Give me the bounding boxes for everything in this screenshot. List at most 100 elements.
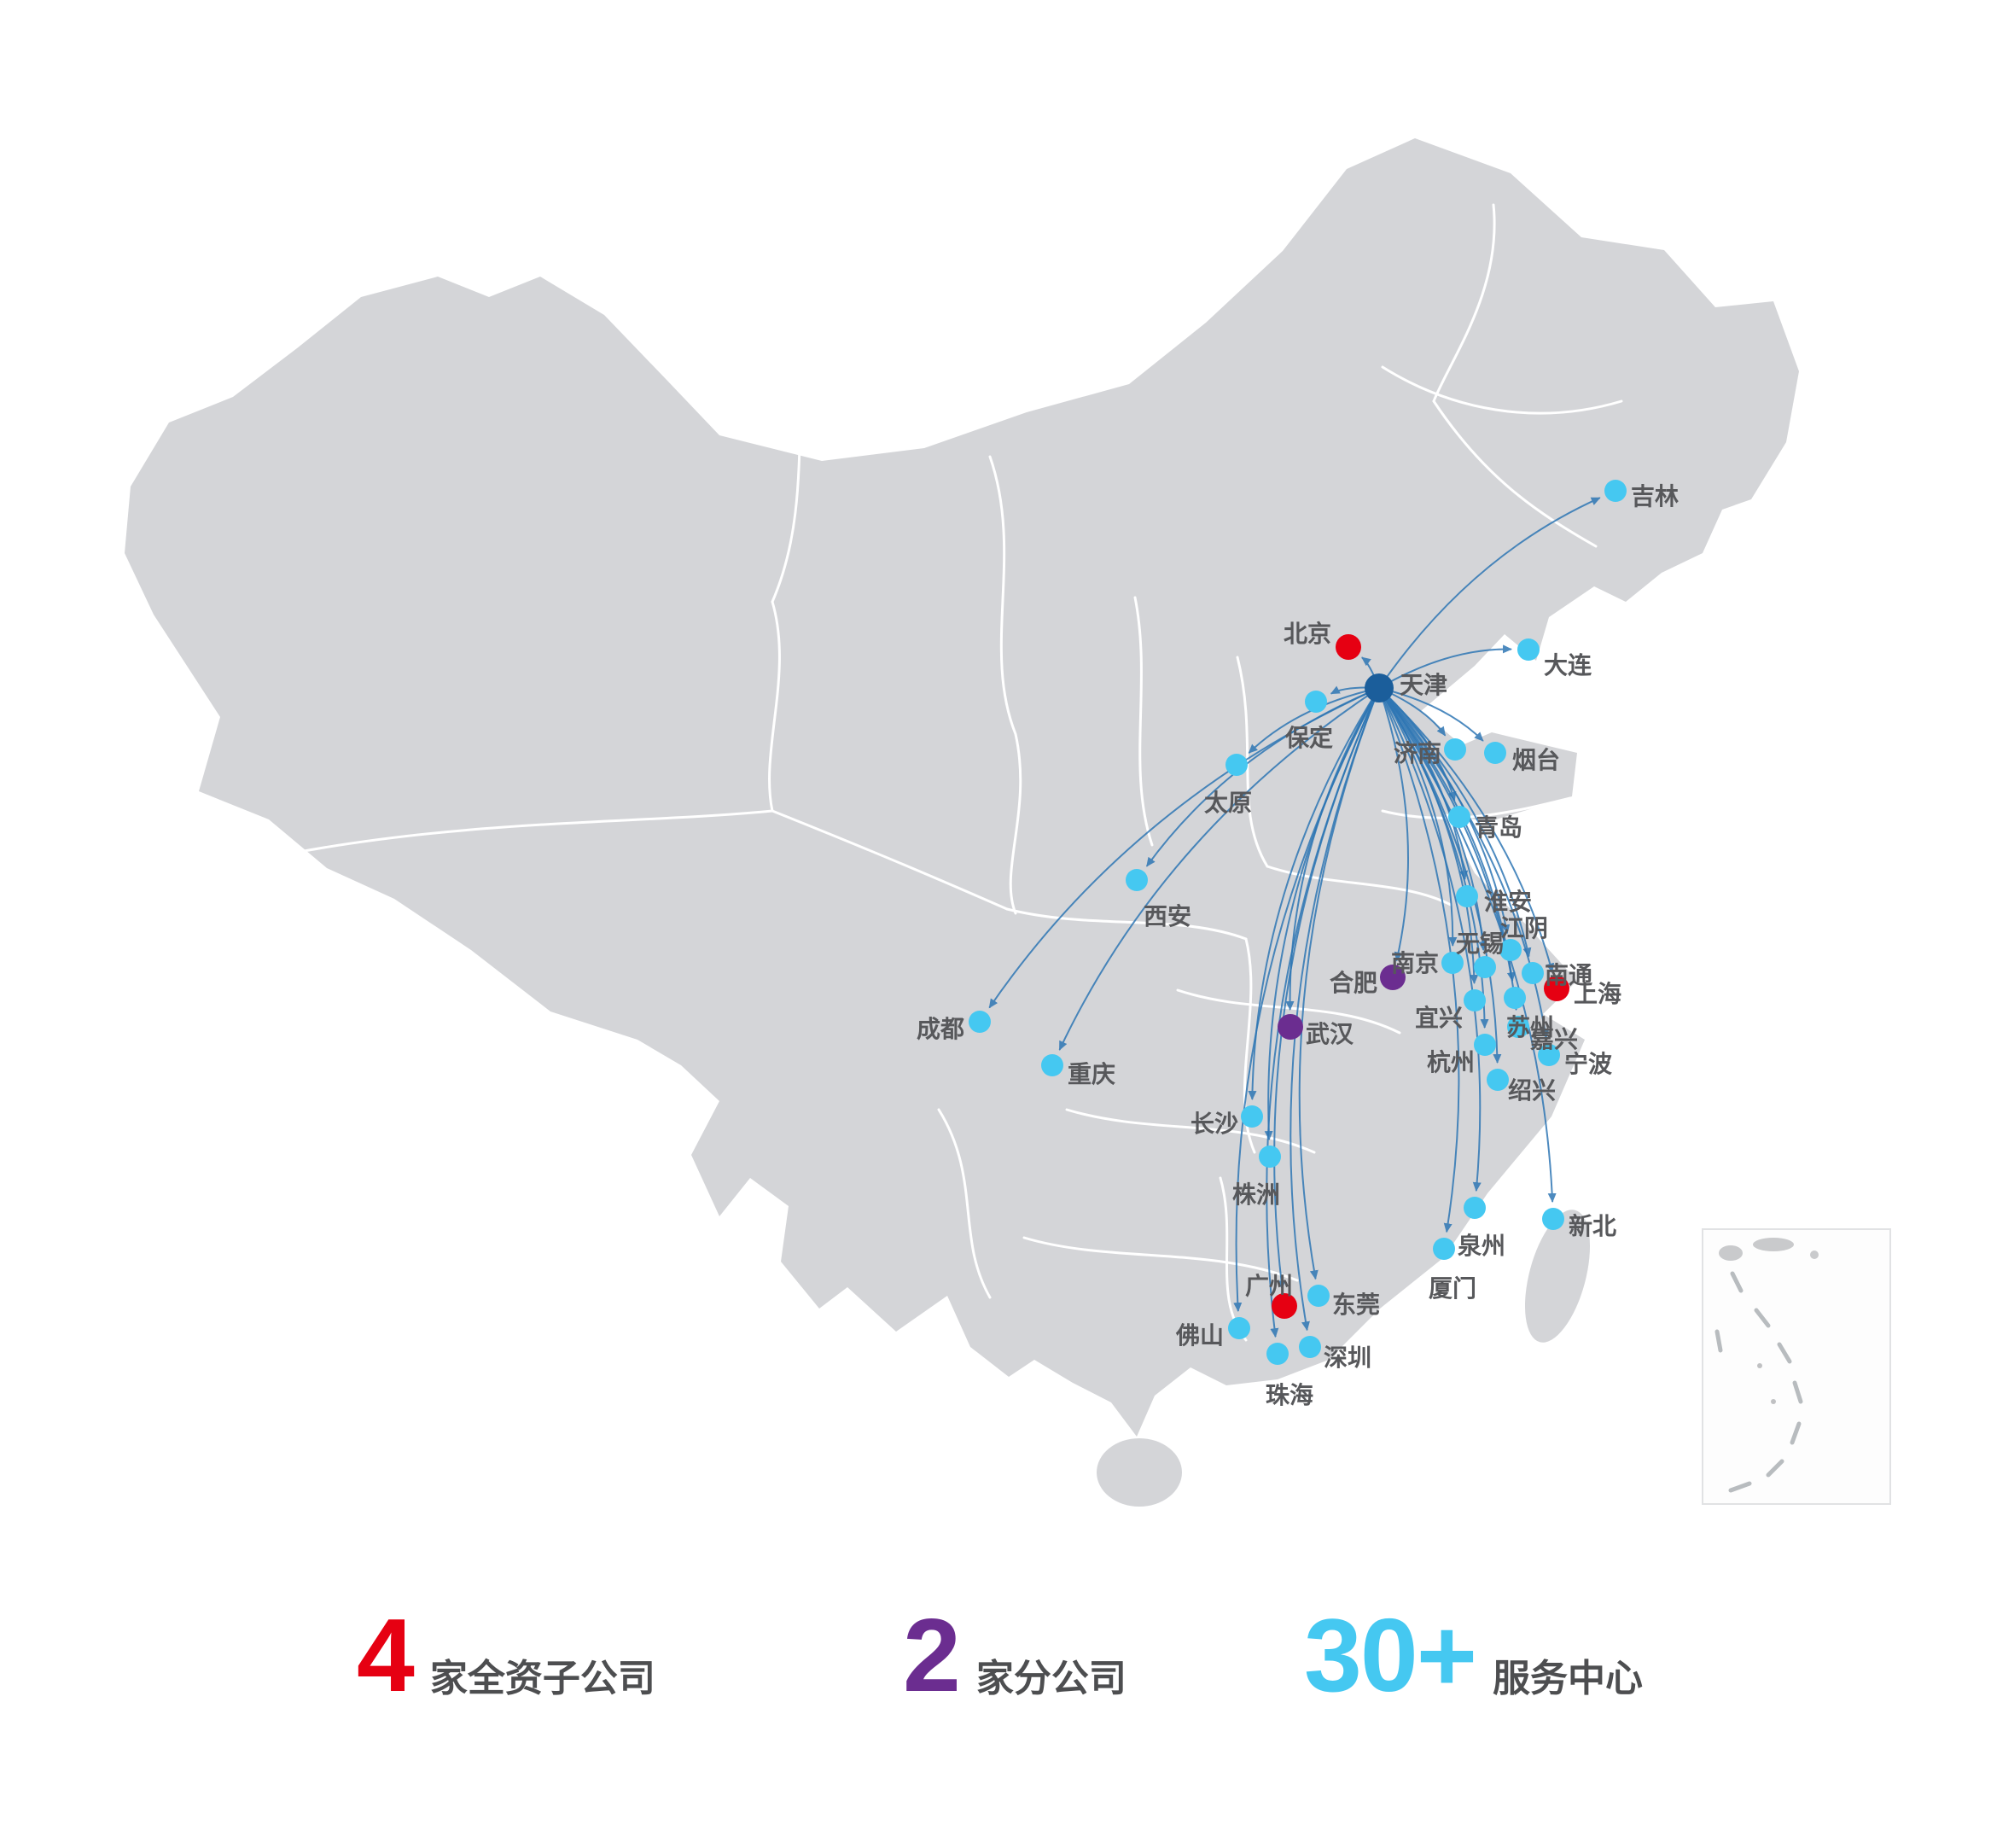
city-dot-hangzhou bbox=[1474, 1034, 1496, 1056]
city-label-wuxi: 无锡 bbox=[1456, 930, 1504, 957]
route-line-yantai bbox=[1378, 687, 1484, 742]
city-dot-suzhou bbox=[1504, 987, 1526, 1009]
city-label-zhuzhou: 株洲 bbox=[1232, 1181, 1280, 1208]
city-label-beijing: 北京 bbox=[1284, 620, 1331, 647]
city-label-yixing: 宜兴 bbox=[1415, 1004, 1463, 1031]
city-dot-zhuzhou bbox=[1259, 1146, 1281, 1168]
city-label-nantong: 南通 bbox=[1545, 962, 1592, 988]
city-label-guangzhou: 广州 bbox=[1245, 1273, 1293, 1299]
legend-item-service-centers: 30+ 服务中心 bbox=[1304, 1603, 1643, 1707]
city-dot-jinan bbox=[1444, 738, 1466, 761]
city-dot-xian bbox=[1126, 869, 1148, 891]
city-label-taiyuan: 太原 bbox=[1204, 790, 1252, 816]
route-line-changsha bbox=[1248, 687, 1380, 1100]
city-label-zhuhai: 珠海 bbox=[1266, 1382, 1313, 1408]
city-dot-quanzhou bbox=[1464, 1197, 1486, 1219]
city-label-chengdu: 成都 bbox=[917, 1016, 964, 1042]
route-line-foshan bbox=[1233, 687, 1380, 1313]
route-line-nantong bbox=[1378, 687, 1532, 958]
city-label-xiamen: 厦门 bbox=[1429, 1275, 1476, 1302]
legend-count-branches: 2 bbox=[903, 1597, 961, 1713]
city-dot-wuxi bbox=[1474, 956, 1496, 978]
city-label-shaoxing: 绍兴 bbox=[1508, 1077, 1556, 1104]
city-label-jiaxing: 嘉兴 bbox=[1530, 1026, 1578, 1052]
city-dot-shenzhen bbox=[1299, 1336, 1321, 1358]
legend-label-service-centers: 服务中心 bbox=[1492, 1658, 1643, 1699]
taiwan-island bbox=[1524, 1210, 1591, 1343]
route-line-chongqing bbox=[1058, 687, 1380, 1051]
city-dot-chengdu bbox=[969, 1011, 991, 1033]
legend-label-subsidiaries: 家全资子公司 bbox=[429, 1658, 655, 1699]
route-line-hefei bbox=[1378, 687, 1409, 962]
city-dot-chongqing bbox=[1041, 1054, 1063, 1076]
city-label-jiangyin: 江阴 bbox=[1500, 915, 1548, 941]
city-dot-qingdao bbox=[1448, 806, 1470, 828]
city-label-foshan: 佛山 bbox=[1175, 1322, 1224, 1349]
city-dot-wuhan bbox=[1278, 1014, 1303, 1040]
city-label-jilin: 吉林 bbox=[1631, 483, 1679, 510]
city-dot-jiangyin bbox=[1499, 939, 1522, 961]
city-label-yantai: 烟台 bbox=[1512, 746, 1560, 773]
city-label-xian: 西安 bbox=[1144, 903, 1191, 930]
city-label-dongguan: 东莞 bbox=[1332, 1291, 1380, 1318]
city-dot-yantai bbox=[1484, 742, 1506, 764]
route-line-nanjing bbox=[1378, 687, 1458, 947]
route-line-xinbei bbox=[1378, 687, 1557, 1204]
city-label-chongqing: 重庆 bbox=[1068, 1060, 1115, 1087]
legend-label-branches: 家分公司 bbox=[975, 1658, 1126, 1699]
route-line-jilin bbox=[1378, 497, 1601, 689]
city-label-dalian: 大连 bbox=[1544, 652, 1592, 679]
city-label-quanzhou: 泉州 bbox=[1458, 1232, 1505, 1259]
china-mainland-outline bbox=[125, 138, 1799, 1437]
city-dot-huaian bbox=[1456, 885, 1478, 907]
city-dot-guangzhou bbox=[1272, 1293, 1297, 1319]
city-dot-jilin bbox=[1604, 480, 1627, 502]
city-label-tianjin: 天津 bbox=[1400, 672, 1447, 698]
city-label-jinan: 济南 bbox=[1394, 740, 1441, 767]
hainan-island bbox=[1097, 1438, 1182, 1507]
city-label-hefei: 合肥 bbox=[1330, 969, 1377, 996]
city-dot-hefei bbox=[1380, 965, 1406, 990]
route-line-jiaxing bbox=[1378, 687, 1520, 1011]
route-line-quanzhou bbox=[1378, 687, 1482, 1192]
city-label-wuhan: 武汉 bbox=[1306, 1021, 1354, 1047]
legend-item-branches: 2 家分公司 bbox=[903, 1603, 1126, 1707]
city-dot-xinbei bbox=[1542, 1208, 1564, 1230]
route-line-shanghai bbox=[1378, 687, 1555, 973]
route-line-shenzhen bbox=[1289, 687, 1380, 1332]
city-dot-taiyuan bbox=[1225, 754, 1248, 776]
city-label-hangzhou: 杭州 bbox=[1427, 1048, 1475, 1076]
route-lines bbox=[988, 497, 1601, 1338]
city-dot-zhuhai bbox=[1266, 1343, 1289, 1365]
city-dot-yixing bbox=[1464, 989, 1486, 1011]
city-dot-dongguan bbox=[1307, 1285, 1330, 1307]
city-dot-xiamen bbox=[1433, 1238, 1455, 1260]
route-line-chengdu bbox=[988, 687, 1380, 1009]
city-label-changsha: 长沙 bbox=[1191, 1111, 1238, 1137]
city-dot-changsha bbox=[1241, 1105, 1263, 1128]
city-dot-shaoxing bbox=[1487, 1069, 1509, 1091]
route-line-zhuhai bbox=[1266, 687, 1380, 1338]
city-dot-ningbo bbox=[1538, 1044, 1560, 1066]
south-china-sea-inset bbox=[1702, 1228, 1891, 1505]
legend-count-service-centers: 30+ bbox=[1304, 1597, 1477, 1713]
legend: 4 家全资子公司 2 家分公司 30+ 服务中心 bbox=[0, 1603, 1991, 1774]
city-label-huaian: 淮安 bbox=[1484, 889, 1532, 915]
city-label-qingdao: 青岛 bbox=[1475, 813, 1522, 841]
city-label-baoding: 保定 bbox=[1285, 724, 1333, 751]
route-line-shaoxing bbox=[1378, 687, 1502, 1064]
route-line-dalian bbox=[1378, 644, 1512, 689]
city-labels: 吉林大连北京天津保定济南烟台太原青岛淮安西安南京无锡江阴南通合肥上海苏州宜兴嘉兴… bbox=[917, 483, 1679, 1408]
nine-dash-line bbox=[1714, 1271, 1803, 1493]
city-dot-nanjing bbox=[1441, 952, 1464, 974]
city-label-shanghai: 上海 bbox=[1574, 981, 1621, 1007]
city-dot-foshan bbox=[1228, 1317, 1250, 1339]
legend-count-subsidiaries: 4 bbox=[357, 1597, 415, 1713]
city-dot-shanghai bbox=[1544, 976, 1569, 1001]
legend-item-subsidiaries: 4 家全资子公司 bbox=[357, 1603, 655, 1707]
route-line-suzhou bbox=[1378, 687, 1516, 982]
city-dot-beijing bbox=[1336, 634, 1361, 660]
route-line-taiyuan bbox=[1248, 687, 1380, 754]
